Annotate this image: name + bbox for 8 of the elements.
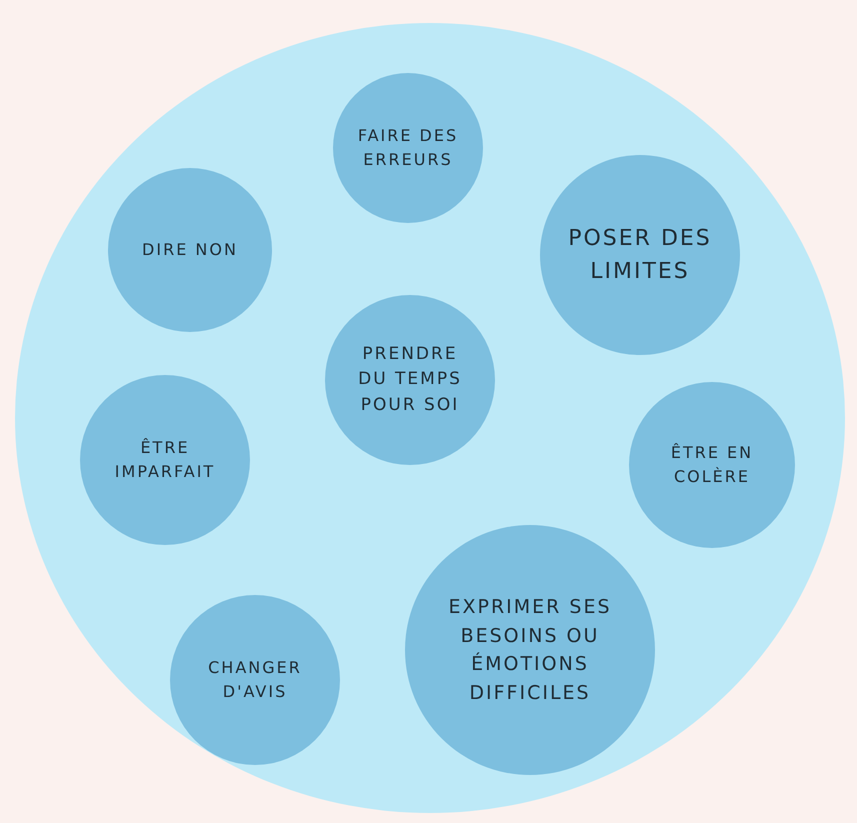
circle-label: EXPRIMER SES BESOINS OU ÉMOTIONS DIFFICILES: [447, 595, 613, 706]
circle-label: CHANGER D'AVIS: [207, 657, 303, 703]
circle-label: FAIRE DES ERREURS: [356, 125, 460, 171]
circle-label: PRENDRE DU TEMPS POUR SOI: [357, 342, 463, 417]
circle-label: ÊTRE IMPARFAIT: [114, 437, 216, 483]
circle-label: POSER DES LIMITES: [567, 225, 713, 286]
circle-label: ÊTRE EN COLÈRE: [670, 442, 754, 488]
circle-label: DIRE NON: [141, 239, 239, 261]
